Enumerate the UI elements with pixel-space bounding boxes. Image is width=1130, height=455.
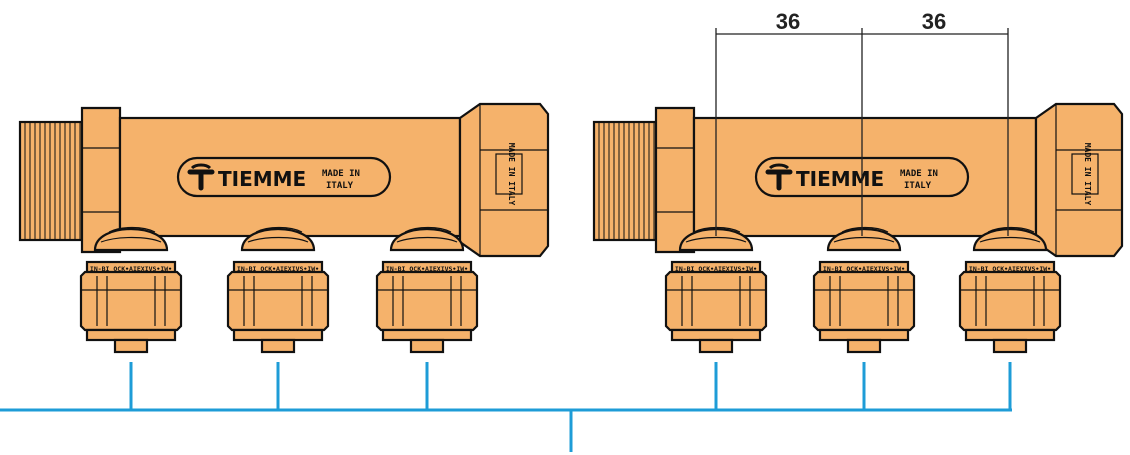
dimension-annotations: 36 36 [715, 8, 1009, 236]
fitting-ring-text: IN-BI OCK•AIEXIVS•IW• [90, 265, 172, 273]
male-thread-right [592, 120, 658, 242]
outlet-fitting-right-2 [812, 226, 916, 354]
tiemme-t-logo-icon [187, 163, 215, 191]
dimension-label-2: 36 [922, 9, 946, 34]
dimension-label-1: 36 [776, 9, 800, 34]
outlet-fitting-right-3 [958, 226, 1062, 354]
brand-name-right: TIEMME [796, 167, 884, 191]
made-in-line1-left: MADE IN [322, 169, 360, 179]
made-in-line1-right: MADE IN [900, 169, 938, 179]
fitting-ring-text: IN-BI OCK•AIEXIVS•IW• [386, 265, 468, 273]
outlet-fitting-left-3 [375, 226, 479, 354]
fitting-ring-text: IN-BI OCK•AIEXIVS•IW• [675, 265, 757, 273]
tiemme-t-logo-icon [765, 163, 793, 191]
manifold-left: MADE IN ITALY TIEMME MADE IN ITALY IN-BI… [18, 102, 550, 354]
made-in-line2-left: ITALY [326, 181, 354, 191]
manifold-right: MADE IN ITALY TIEMME MADE IN ITALY IN-BI… [592, 102, 1124, 354]
outlet-fitting-right-1 [664, 226, 768, 354]
fitting-ring-text: IN-BI OCK•AIEXIVS•IW• [237, 265, 319, 273]
brand-name-left: TIEMME [218, 167, 306, 191]
male-thread-left [18, 120, 84, 242]
outlet-fitting-left-2 [226, 226, 330, 354]
fitting-ring-text: IN-BI OCK•AIEXIVS•IW• [823, 265, 905, 273]
side-made-in-label-right: MADE IN ITALY [1083, 143, 1092, 206]
side-made-in-label: MADE IN ITALY [507, 143, 516, 206]
outlet-fitting-left-1 [79, 226, 183, 354]
connector-lines [0, 362, 1012, 452]
made-in-line2-right: ITALY [904, 181, 932, 191]
fitting-ring-text: IN-BI OCK•AIEXIVS•IW• [969, 265, 1051, 273]
